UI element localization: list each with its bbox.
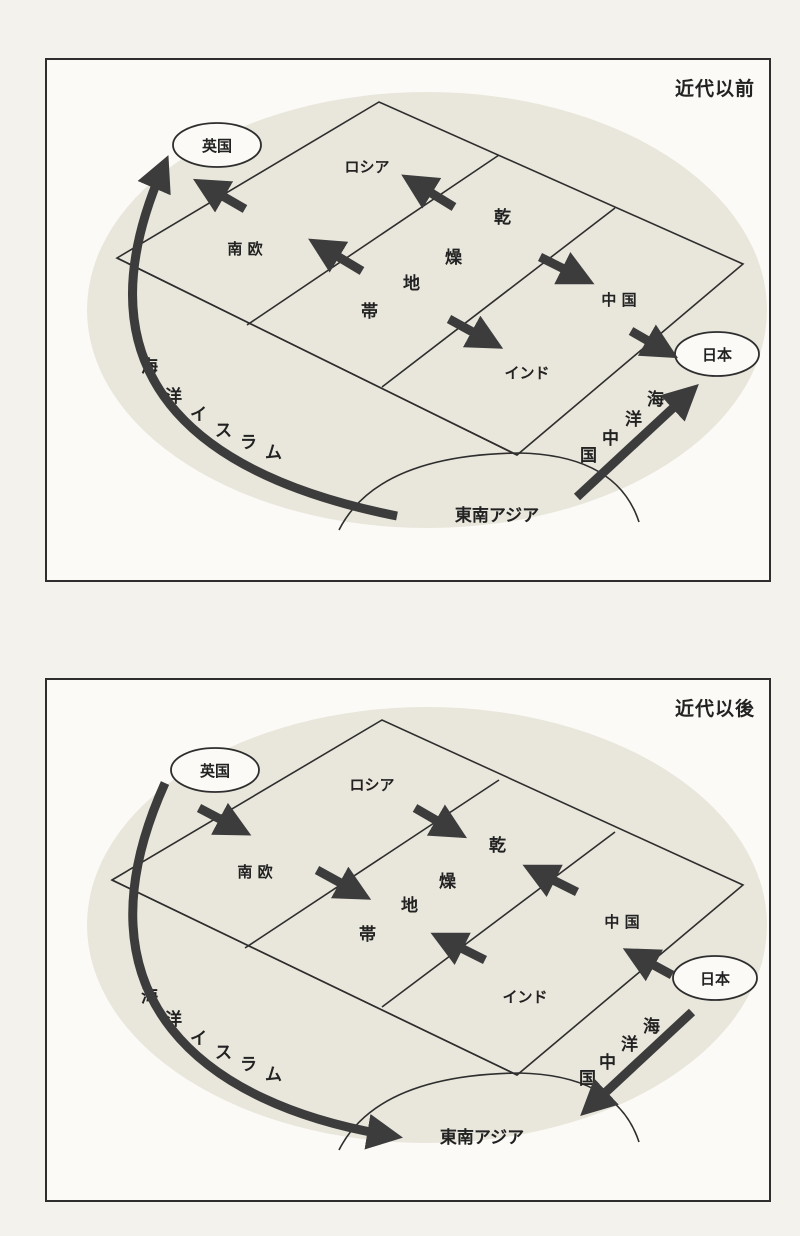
diagram-panel-after-modern: 近代以後 英国 日本 ロシア 南 欧 中 国 インド 東南アジア 乾 燥 地 帯… xyxy=(45,678,771,1202)
dry-belt-char-4: 帯 xyxy=(359,924,376,945)
ocean-islam-char-3: イ xyxy=(190,1029,207,1049)
ocean-islam-arrow xyxy=(128,155,398,521)
ocean-china-char-3: 中 xyxy=(602,428,619,449)
ocean-islam-char-4: ス xyxy=(215,1043,232,1063)
ocean-china-char-2: 洋 xyxy=(621,1034,638,1055)
china-label: 中 国 xyxy=(601,291,636,309)
ocean-islam-char-6: ム xyxy=(265,443,282,463)
china-label: 中 国 xyxy=(604,913,639,931)
arrow-to-japan xyxy=(628,324,679,359)
ocean-china-char-4: 国 xyxy=(579,1069,596,1089)
dry-belt-char-4: 帯 xyxy=(361,301,378,322)
ocean-islam-char-5: ラ xyxy=(240,433,257,453)
diagram-after-modern: 英国 日本 ロシア 南 欧 中 国 インド 東南アジア 乾 燥 地 帯 海 洋 … xyxy=(87,707,767,1151)
britain-label: 英国 xyxy=(200,762,230,780)
arrow-to-china xyxy=(537,252,595,285)
southeast-asia-label: 東南アジア xyxy=(455,505,539,526)
arrow-from-japan xyxy=(622,948,675,982)
eurasia-blob xyxy=(87,92,767,528)
arrow-to-britain xyxy=(192,178,248,213)
japan-label: 日本 xyxy=(700,970,730,988)
japan-oval xyxy=(672,955,758,1001)
arrow-from-south-europe xyxy=(314,866,372,900)
south-europe-label: 南 欧 xyxy=(227,240,262,258)
russia-label: ロシア xyxy=(344,158,389,176)
arrow-from-russia xyxy=(412,804,468,839)
india-label: インド xyxy=(502,988,547,1006)
ocean-china-char-1: 海 xyxy=(647,389,664,410)
region-grid xyxy=(115,101,745,456)
region-grid xyxy=(110,719,745,1076)
ocean-islam-arrow xyxy=(128,781,403,1150)
panel-title: 近代以前 xyxy=(674,78,755,100)
dry-belt-char-3: 地 xyxy=(403,273,420,294)
arrow-from-britain xyxy=(196,802,252,836)
south-europe-label: 南 欧 xyxy=(237,863,272,881)
dry-belt-char-2: 燥 xyxy=(439,872,457,892)
arrow-to-russia xyxy=(401,174,457,211)
britain-oval xyxy=(172,122,262,168)
dry-belt-char-1: 乾 xyxy=(494,207,511,228)
britain-oval xyxy=(170,747,260,793)
diagram-panel-before-modern: 近代以前 英国 日本 ロシア 南 欧 中 国 インド 東南アジア 乾 xyxy=(45,58,771,582)
ocean-islam-char-4: ス xyxy=(215,421,232,441)
dry-belt-char-3: 地 xyxy=(401,895,418,916)
dry-belt-char-1: 乾 xyxy=(489,835,506,856)
arrow-to-india xyxy=(446,315,504,349)
southeast-asia-label: 東南アジア xyxy=(440,1127,524,1148)
dry-belt-char-2: 燥 xyxy=(445,248,463,268)
ocean-islam-char-6: ム xyxy=(265,1065,282,1085)
ocean-china-arrow xyxy=(573,383,699,501)
ocean-islam-char-3: イ xyxy=(190,405,207,425)
ocean-islam-char-5: ラ xyxy=(240,1055,257,1075)
diagram-before-modern: 英国 日本 ロシア 南 欧 中 国 インド 東南アジア 乾 燥 地 帯 海 洋 … xyxy=(87,92,767,531)
ocean-china-char-3: 中 xyxy=(599,1052,616,1073)
ocean-china-char-1: 海 xyxy=(643,1016,660,1037)
arrow-from-india xyxy=(430,932,488,965)
ocean-china-arrow xyxy=(580,1008,696,1117)
britain-label: 英国 xyxy=(202,137,232,155)
arrow-to-south-europe xyxy=(308,238,365,275)
ocean-china-char-4: 国 xyxy=(580,446,597,466)
arrow-from-china xyxy=(522,864,580,897)
eurasia-blob xyxy=(87,707,767,1143)
panel-title: 近代以後 xyxy=(674,698,755,720)
ocean-china-char-2: 洋 xyxy=(625,409,642,430)
india-label: インド xyxy=(504,364,549,382)
japan-label: 日本 xyxy=(702,346,732,364)
russia-label: ロシア xyxy=(349,776,394,794)
